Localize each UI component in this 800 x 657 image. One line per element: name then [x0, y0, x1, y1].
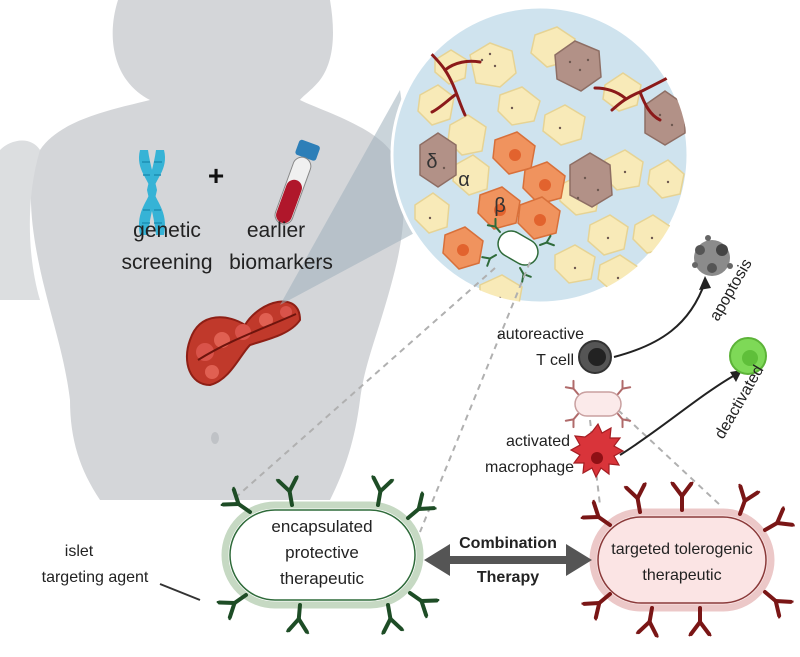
- islet-zoom-circle: [390, 5, 690, 305]
- combination-arrow: [424, 544, 592, 576]
- targeted-label-1: targeted tolerogenic: [611, 541, 752, 558]
- biomarkers-label-1: earlier: [247, 219, 305, 242]
- islet-label-1: islet: [65, 543, 94, 560]
- encapsulated-label-3: therapeutic: [280, 569, 365, 588]
- macrophage-label-1: activated: [506, 433, 570, 450]
- autoreactive-label-2: T cell: [536, 352, 574, 369]
- small-tolerogenic-capsule: [564, 379, 632, 429]
- encapsulated-label-2: protective: [285, 543, 359, 562]
- targeted-tolerogenic-capsule: [578, 480, 797, 640]
- autoreactive-label-1: autoreactive: [497, 326, 584, 343]
- genetic-label-1: genetic: [133, 219, 201, 242]
- islet-label-2: targeting agent: [42, 569, 149, 586]
- macrophage-icon: [569, 422, 625, 479]
- macrophage-label-2: macrophage: [485, 459, 574, 476]
- t-cell-icon: [578, 340, 612, 374]
- delta-label: δ: [426, 151, 437, 173]
- encapsulated-protective-capsule: [214, 473, 442, 637]
- human-body-silhouette: [0, 0, 404, 500]
- alpha-label: α: [458, 169, 470, 191]
- encapsulated-label-1: encapsulated: [271, 517, 372, 536]
- blood-tube-icon: [274, 139, 320, 225]
- zoom-cone: [280, 90, 420, 305]
- chromosome-icon: [138, 150, 166, 235]
- navel: [211, 432, 219, 444]
- genetic-label-2: screening: [121, 251, 212, 274]
- combination-label-2: Therapy: [477, 569, 539, 586]
- biomarkers-label-2: biomarkers: [229, 251, 333, 274]
- beta-label: β: [494, 195, 506, 217]
- islet-immune-cell: [481, 217, 555, 283]
- pancreas-icon: [185, 300, 302, 387]
- targeted-label-2: therapeutic: [642, 567, 721, 584]
- plus-sign: +: [208, 160, 224, 191]
- deactivated-cell-icon: [729, 337, 767, 375]
- combination-label-1: Combination: [459, 535, 557, 552]
- islet-pointer-line: [159, 583, 201, 601]
- arrows: [613, 281, 736, 456]
- apoptotic-cell-icon: [692, 235, 733, 276]
